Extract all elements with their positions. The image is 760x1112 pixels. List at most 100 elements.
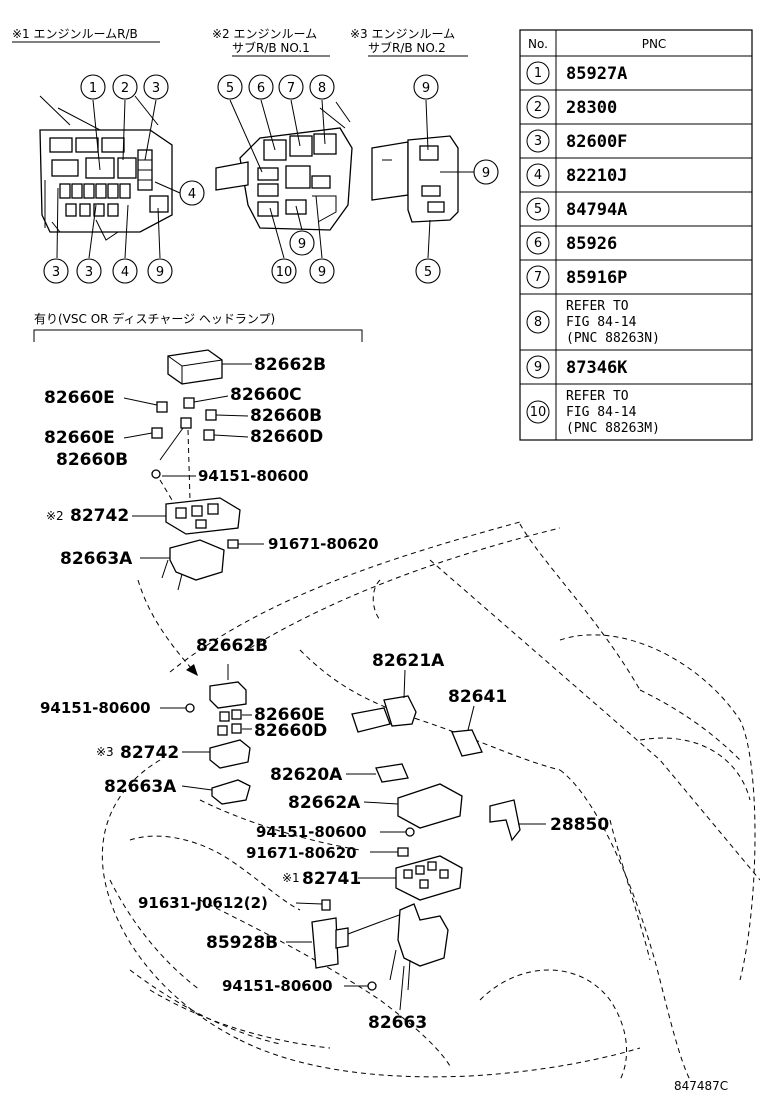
callout-3 <box>43 258 69 284</box>
svg-text:9: 9 <box>422 81 430 96</box>
vehicle-outline <box>101 521 760 1081</box>
callout-1 <box>80 74 106 100</box>
row-number: 10 <box>530 405 547 420</box>
callout-8 <box>309 74 335 100</box>
mark-3: ※3 <box>96 745 114 759</box>
option-caption: 有り(VSC OR ディスチャージ ヘッドランプ) <box>34 311 275 326</box>
box3-caption-line2: サブR/B NO.2 <box>368 40 446 55</box>
callout-3 <box>76 258 102 284</box>
part-91671-80620: 91671-80620 <box>268 535 379 553</box>
callout-9 <box>473 159 499 185</box>
part-82662B: 82662B <box>254 355 326 375</box>
part-82660D: 82660D <box>254 721 327 741</box>
svg-text:4: 4 <box>121 265 129 280</box>
row-number-circle <box>526 400 550 424</box>
part-82621A: 82621A <box>372 651 445 671</box>
callout-9 <box>413 74 439 100</box>
callout-3 <box>143 74 169 100</box>
svg-text:1: 1 <box>89 81 97 96</box>
row-number-circle <box>526 197 550 221</box>
part-82741: 82741 <box>302 869 361 889</box>
part-82663: 82663 <box>368 1013 427 1033</box>
svg-text:3: 3 <box>152 81 160 96</box>
row-number-circle <box>526 231 550 255</box>
svg-text:5: 5 <box>424 265 432 280</box>
part-94151-80600: 94151-80600 <box>198 467 309 485</box>
callout-2 <box>112 74 138 100</box>
svg-text:5: 5 <box>226 81 234 96</box>
part-82641: 82641 <box>448 687 507 707</box>
row-number: 4 <box>534 168 542 183</box>
row-number: 6 <box>534 236 542 251</box>
lower-labels: 82662B 94151-80600 82660E 82660D ※3 8274… <box>40 636 609 1033</box>
row-pnc: 82600F <box>566 132 627 152</box>
part-94151-80600: 94151-80600 <box>40 699 151 717</box>
part-82663A: 82663A <box>60 549 133 569</box>
box2-caption-line2: サブR/B NO.1 <box>232 40 310 55</box>
svg-text:8: 8 <box>318 81 326 96</box>
upper-assembly <box>123 349 264 591</box>
part-28850: 28850 <box>550 815 609 835</box>
part-82660E: 82660E <box>44 388 115 408</box>
figure-code: 847487C <box>674 1079 728 1093</box>
sub-relay-block-no1 <box>215 101 353 231</box>
engine-room-relay-block <box>39 95 173 241</box>
box1-caption: ※1 エンジンルームR/B <box>12 27 138 41</box>
box3-callouts: 9 9 5 <box>413 74 499 284</box>
part-82663A: 82663A <box>104 777 177 797</box>
svg-text:9: 9 <box>156 265 164 280</box>
row-pnc-line: (PNC 88263N) <box>566 331 660 346</box>
part-91671-80620: 91671-80620 <box>246 844 357 862</box>
upper-labels: 82662B 82660E 82660C 82660B 82660E 82660… <box>44 355 379 569</box>
mark-2: ※2 <box>46 509 64 523</box>
svg-text:3: 3 <box>85 265 93 280</box>
table-row: 9 87346K <box>526 355 628 379</box>
row-pnc: 87346K <box>566 358 628 378</box>
row-number: 9 <box>534 360 542 375</box>
row-number: 1 <box>534 66 542 81</box>
callout-9 <box>309 258 335 284</box>
sub-relay-block-no2 <box>371 135 459 223</box>
part-94151-80600: 94151-80600 <box>256 823 367 841</box>
row-pnc-line: FIG 84-14 <box>566 315 637 330</box>
svg-text:3: 3 <box>52 265 60 280</box>
svg-text:2: 2 <box>121 81 129 96</box>
row-pnc: 85916P <box>566 268 627 288</box>
svg-text:9: 9 <box>482 166 490 181</box>
svg-text:9: 9 <box>318 265 326 280</box>
row-number: 7 <box>534 270 542 285</box>
row-number-circle <box>526 95 550 119</box>
callout-6 <box>248 74 274 100</box>
part-91631-J0612: 91631-J0612(2) <box>138 894 268 912</box>
part-82660C: 82660C <box>230 385 302 405</box>
row-number-circle <box>526 61 550 85</box>
row-number: 8 <box>534 315 542 330</box>
callout-5 <box>217 74 243 100</box>
part-82742: 82742 <box>70 506 129 526</box>
callout-10 <box>271 258 297 284</box>
svg-text:7: 7 <box>287 81 295 96</box>
row-pnc-line: REFER TO <box>566 299 629 314</box>
row-pnc-line: FIG 84-14 <box>566 405 637 420</box>
svg-text:4: 4 <box>188 187 196 202</box>
part-82660E: 82660E <box>44 428 115 448</box>
table-row: 6 85926 <box>526 231 617 255</box>
row-number-circle <box>526 265 550 289</box>
callout-7 <box>278 74 304 100</box>
part-82660B: 82660B <box>250 406 322 426</box>
box3-caption-line1: ※3 エンジンルーム <box>350 27 455 41</box>
row-pnc: 85926 <box>566 234 617 254</box>
part-82742: 82742 <box>120 743 179 763</box>
row-pnc-line: REFER TO <box>566 389 629 404</box>
part-82662B: 82662B <box>196 636 268 656</box>
row-number-circle <box>526 355 550 379</box>
callout-5 <box>415 258 441 284</box>
